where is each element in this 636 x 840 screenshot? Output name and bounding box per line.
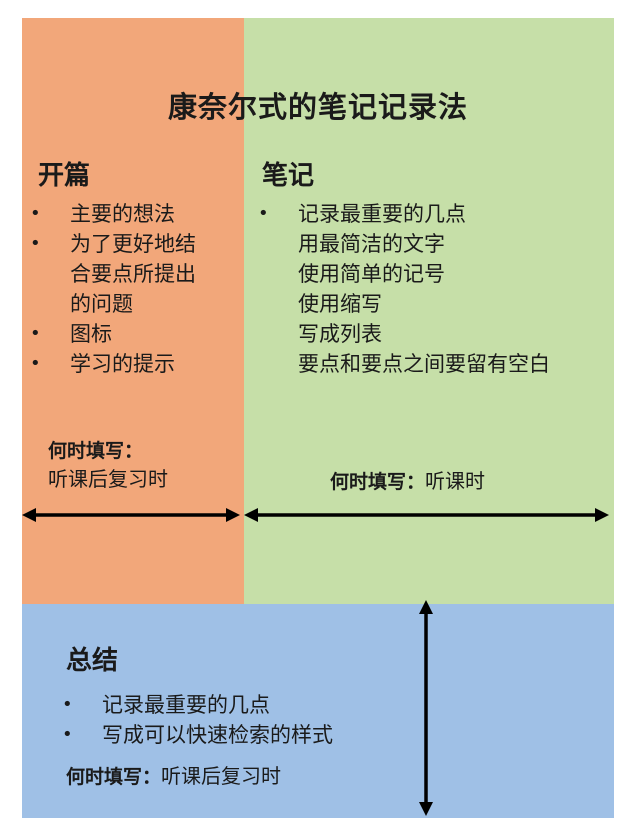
summary-item: 写成可以快速检索的样式 — [62, 720, 402, 750]
notes-item-line: 使用缩写 — [298, 292, 382, 316]
summary-when-value: 听课后复习时 — [161, 764, 282, 788]
notes-item-line: 写成列表 — [298, 322, 382, 346]
cue-item-line: 合要点所提出 — [70, 262, 196, 286]
cue-item: 为了更好地结 合要点所提出 的问题 — [30, 229, 235, 319]
notes-item: 记录最重要的几点 用最简洁的文字 使用简单的记号 使用缩写 写成列表 要点和要点… — [258, 199, 608, 379]
cue-when: 何时填写： 听课后复习时 — [48, 437, 168, 493]
summary-item: 记录最重要的几点 — [62, 690, 402, 720]
cue-item: 图标 — [30, 319, 235, 349]
notes-item-line: 使用简单的记号 — [298, 262, 445, 286]
cue-item: 学习的提示 — [30, 349, 235, 379]
cue-when-value: 听课后复习时 — [48, 467, 168, 491]
notes-when-label: 何时填写： — [330, 471, 426, 493]
cue-list: 主要的想法 为了更好地结 合要点所提出 的问题 图标 学习的提示 — [30, 199, 235, 379]
notes-when: 何时填写：听课时 — [330, 467, 485, 496]
notes-item-line: 用最简洁的文字 — [298, 232, 445, 256]
cue-item: 主要的想法 — [30, 199, 235, 229]
notes-heading: 笔记 — [262, 161, 315, 191]
notes-item-line: 记录最重要的几点 — [298, 202, 466, 226]
notes-item-line: 要点和要点之间要留有空白 — [298, 352, 550, 376]
diagram-title: 康奈尔式的笔记记录法 — [167, 90, 468, 124]
cue-heading: 开篇 — [38, 161, 91, 191]
cue-item-line: 为了更好地结 — [70, 232, 196, 256]
summary-when: 何时填写：听课后复习时 — [66, 762, 281, 791]
cue-item-line: 的问题 — [70, 292, 133, 316]
notes-list: 记录最重要的几点 用最简洁的文字 使用简单的记号 使用缩写 写成列表 要点和要点… — [258, 199, 608, 379]
cue-when-label: 何时填写： — [48, 440, 144, 462]
summary-heading: 总结 — [66, 646, 119, 676]
summary-when-label: 何时填写： — [66, 766, 162, 788]
summary-list: 记录最重要的几点 写成可以快速检索的样式 — [62, 690, 402, 750]
notes-when-value: 听课时 — [425, 469, 486, 493]
